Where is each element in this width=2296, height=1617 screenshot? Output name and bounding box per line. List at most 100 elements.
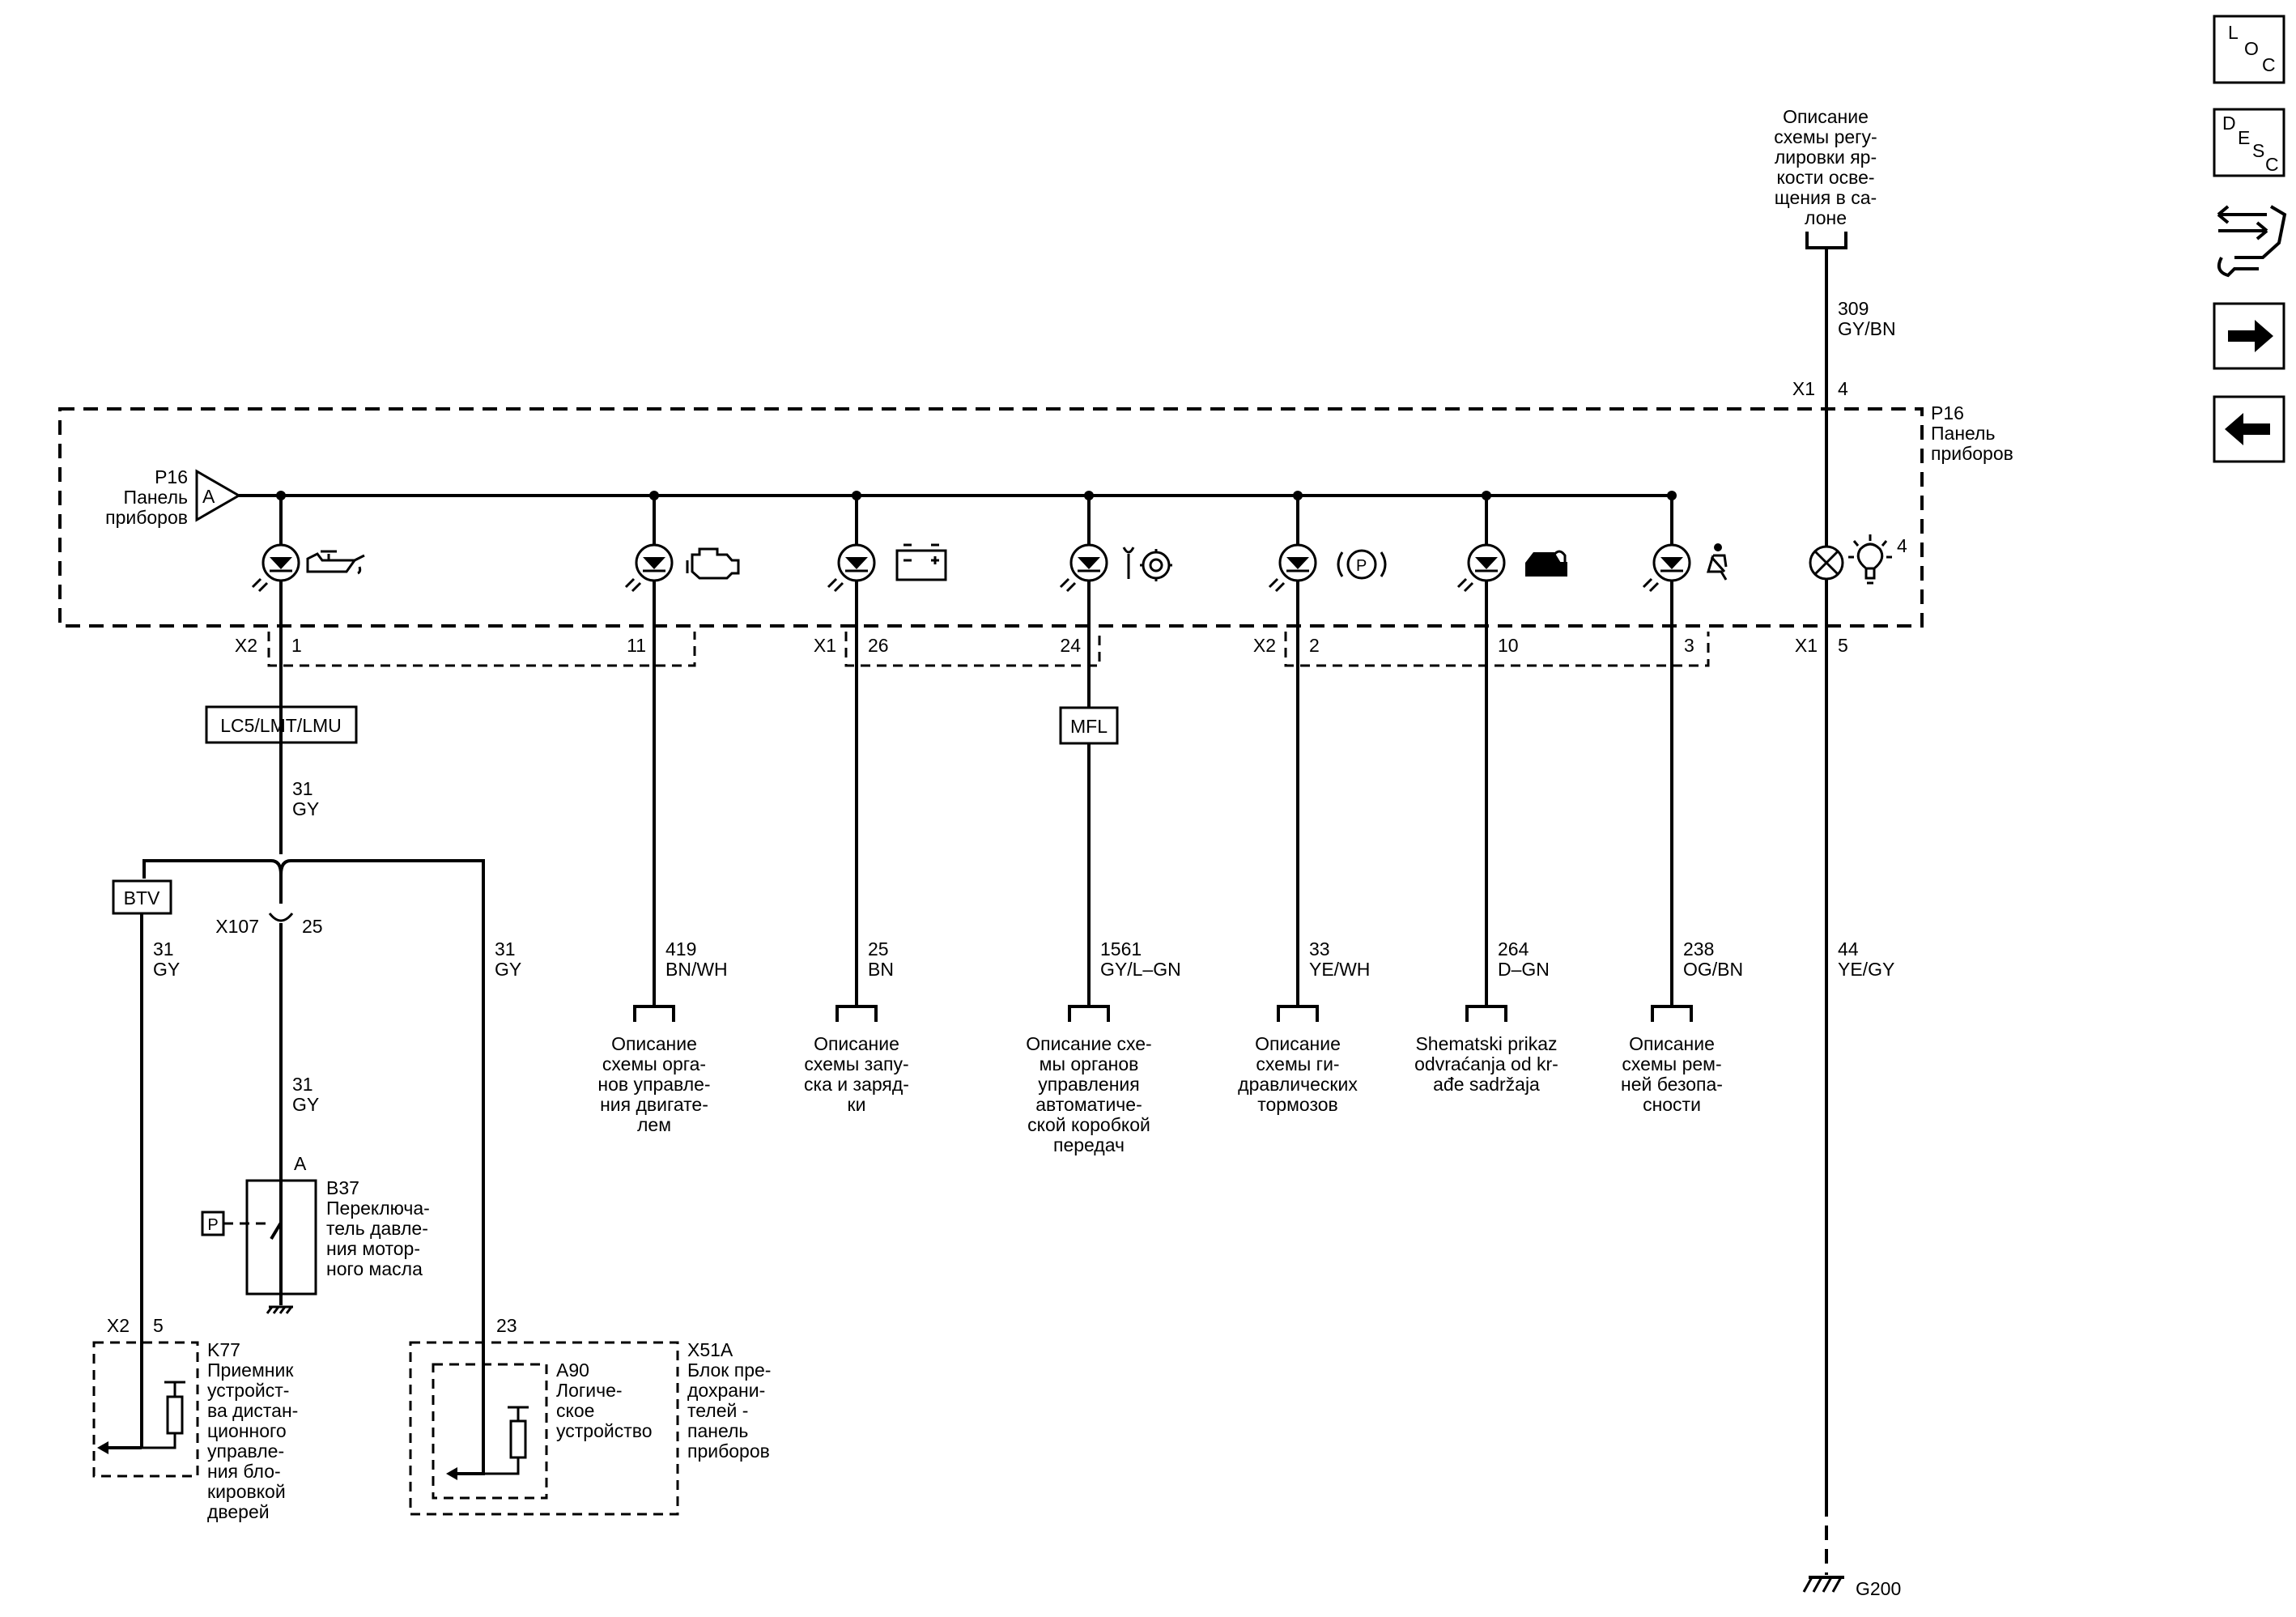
next-page-arrow-icon[interactable] — [2213, 302, 2285, 370]
pin-num-2: 11 — [627, 635, 646, 656]
wire-31-upper-circuit: 31 — [292, 778, 313, 799]
svg-text:схемы орга-: схемы орга- — [602, 1053, 706, 1074]
svg-text:OG/BN: OG/BN — [1683, 959, 1743, 980]
svg-text:BTV: BTV — [124, 887, 160, 908]
wire-right-branch-color: GY — [495, 959, 521, 980]
wire-right-branch-circuit: 31 — [495, 938, 516, 960]
svg-text:P: P — [1356, 557, 1367, 575]
svg-text:кости осве-: кости осве- — [1776, 167, 1874, 188]
connector-x2-group-1 — [267, 632, 696, 667]
svg-text:K77: K77 — [207, 1339, 240, 1360]
pin-num-4: 24 — [1060, 635, 1081, 656]
svg-text:тель давле-: тель давле- — [326, 1218, 428, 1239]
svg-text:нов управле-: нов управле- — [597, 1074, 710, 1095]
svg-text:E: E — [2238, 127, 2250, 148]
svg-text:Логиче-: Логиче- — [556, 1380, 623, 1401]
svg-text:Блок пре-: Блок пре- — [687, 1360, 771, 1381]
svg-text:дверей: дверей — [207, 1501, 270, 1522]
svg-text:Описание: Описание — [814, 1033, 899, 1054]
output-circuit-starting-charging[interactable]: 25 BN Описание схемы запу- ска и заряд- … — [804, 581, 909, 1115]
battery-charge-icon — [895, 543, 947, 581]
svg-text:S: S — [2252, 140, 2264, 161]
module-left-id: P16 — [155, 466, 188, 487]
nav-desc-button[interactable]: D E S C — [2213, 108, 2285, 177]
svg-text:1561: 1561 — [1100, 938, 1142, 960]
output-circuit-transmission-controls[interactable]: 1561 GY/L–GN Описание схе- мы органов уп… — [1026, 581, 1181, 1155]
svg-text:BN: BN — [868, 959, 894, 980]
illumination-lamp-icon — [1848, 534, 1892, 585]
svg-text:YE/WH: YE/WH — [1309, 959, 1370, 980]
module-left-name-2: приборов — [105, 507, 188, 528]
svg-text:419: 419 — [665, 938, 696, 960]
svg-text:ва дистан-: ва дистан- — [207, 1400, 298, 1421]
svg-text:сности: сности — [1643, 1094, 1701, 1115]
check-engine-icon — [686, 547, 740, 580]
indicator-illumination: 4 — [1809, 534, 1907, 585]
svg-text:ска и заряд-: ска и заряд- — [804, 1074, 909, 1095]
svg-text:лоне: лоне — [1805, 207, 1847, 228]
remote-keyless-receiver-k77: X2 5 K77 Приемник устройст- ва дистан- ц… — [92, 1315, 298, 1522]
svg-text:MFL: MFL — [1070, 716, 1108, 737]
svg-text:Описание схе-: Описание схе- — [1026, 1033, 1151, 1054]
output-circuit-theft-deterrent[interactable]: 264 D–GN Shematski prikaz odvraćanja od … — [1414, 581, 1558, 1095]
output-circuit-engine-controls[interactable]: 419 BN/WH Описание схемы орга- нов управ… — [597, 581, 728, 1135]
module-left-name-1: Панель — [124, 487, 188, 508]
pin-conn-8: X1 — [1795, 635, 1818, 656]
transmission-service-icon — [1122, 547, 1172, 581]
module-name-line-2: приборов — [1931, 443, 2013, 464]
svg-text:схемы запу-: схемы запу- — [804, 1053, 908, 1074]
svg-text:GY/L–GN: GY/L–GN — [1100, 959, 1181, 980]
parking-brake-icon: P — [1337, 549, 1387, 580]
previous-page-arrow-icon[interactable] — [2213, 395, 2285, 463]
svg-text:25: 25 — [868, 938, 889, 960]
svg-text:ađe sadržaja: ađe sadržaja — [1433, 1074, 1540, 1095]
svg-text:X51A: X51A — [687, 1339, 733, 1360]
svg-text:L: L — [2228, 22, 2239, 43]
svg-text:ское: ское — [556, 1400, 594, 1421]
svg-text:BN/WH: BN/WH — [665, 959, 728, 980]
svg-text:Описание: Описание — [1629, 1033, 1715, 1054]
svg-text:X107: X107 — [215, 916, 259, 937]
indicator-oil-pressure — [251, 491, 365, 854]
svg-text:схемы ги-: схемы ги- — [1256, 1053, 1339, 1074]
svg-text:щения в са-: щения в са- — [1775, 187, 1877, 208]
connector-view-icon[interactable] — [2217, 205, 2287, 278]
svg-text:ния двигате-: ния двигате- — [600, 1094, 708, 1115]
svg-text:устройст-: устройст- — [207, 1380, 289, 1401]
nav-loc-button[interactable]: L O C — [2213, 15, 2285, 84]
logic-device-a90: A90 Логиче- ское устройство — [556, 1360, 653, 1441]
svg-text:A: A — [202, 486, 215, 507]
svg-text:G200: G200 — [1856, 1578, 1901, 1599]
svg-text:5: 5 — [153, 1315, 164, 1336]
connector-x1-group — [844, 632, 1101, 667]
svg-text:приборов: приборов — [687, 1440, 770, 1462]
svg-text:устройство: устройство — [556, 1420, 653, 1441]
svg-text:X2: X2 — [107, 1315, 130, 1336]
fuse-block-x51a: 23 X51A Блок пре- дохрани- телей - панел… — [409, 1315, 771, 1516]
module-id: P16 — [1931, 402, 1964, 423]
svg-text:LC5/LMT/LMU: LC5/LMT/LMU — [220, 715, 342, 736]
cluster-input-buffer: A — [195, 469, 242, 522]
svg-text:23: 23 — [496, 1315, 517, 1336]
svg-text:Описание: Описание — [1255, 1033, 1341, 1054]
output-circuit-hydraulic-brakes[interactable]: 33 YE/WH Описание схемы ги- дравлических… — [1238, 581, 1370, 1115]
output-circuit-seatbelts[interactable]: 238 OG/BN Описание схемы рем- ней безопа… — [1621, 581, 1743, 1115]
svg-text:Shematski prikaz: Shematski prikaz — [1415, 1033, 1557, 1054]
svg-text:дравлических: дравлических — [1238, 1074, 1358, 1095]
pin-conn-5: X2 — [1253, 635, 1276, 656]
svg-text:33: 33 — [1309, 938, 1330, 960]
pin-num-7: 3 — [1684, 635, 1694, 656]
wire-309-circuit: 309 — [1838, 298, 1869, 319]
option-box-mfl: MFL — [1059, 706, 1119, 745]
pin-conn-3: X1 — [814, 635, 836, 656]
svg-text:C: C — [2262, 54, 2276, 75]
theft-deterrent-icon — [1525, 550, 1567, 577]
wire-44-circuit: 44 — [1838, 938, 1859, 960]
svg-text:Переключа-: Переключа- — [326, 1198, 430, 1219]
ground-g200: G200 — [1802, 1576, 1901, 1599]
indicator-battery — [827, 491, 947, 593]
svg-text:B37: B37 — [326, 1177, 359, 1198]
indicator-seatbelt — [1642, 491, 1728, 593]
seatbelt-icon — [1706, 543, 1728, 581]
dimming-circuit-reference[interactable]: Описание схемы регу- лировки яр- кости о… — [1774, 106, 1877, 249]
